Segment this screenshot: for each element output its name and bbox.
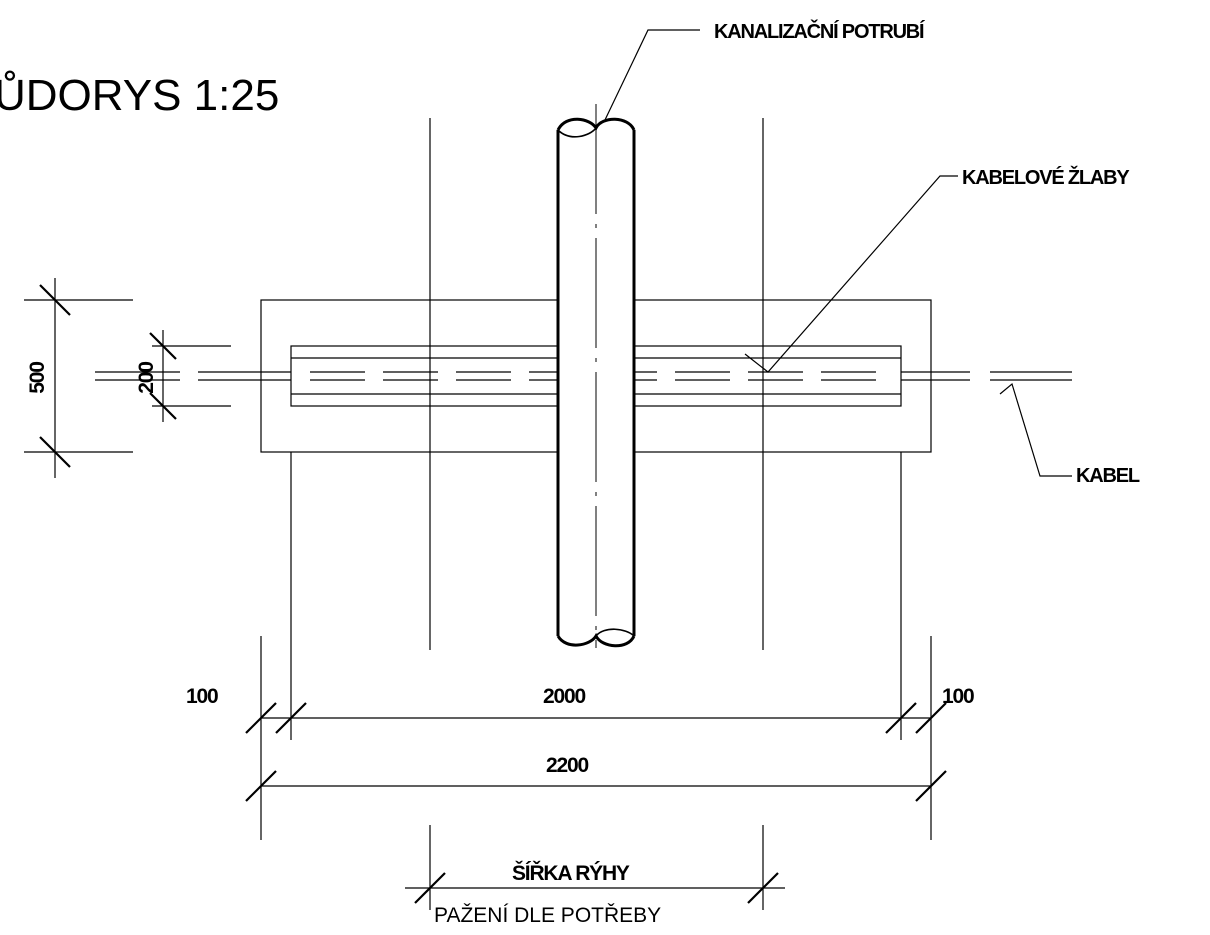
dimension-depth-inner-label: 200 — [135, 362, 158, 394]
dimension-depth-inner — [149, 330, 231, 422]
cable-line — [95, 371, 1072, 381]
cable-leader — [999, 382, 1072, 477]
shoring-note: PAŽENÍ DLE POTŘEBY — [434, 904, 661, 927]
cable-trays-leader — [744, 175, 958, 373]
dimension-depth-outer — [24, 278, 133, 478]
sewer-pipe-leader — [603, 29, 700, 123]
trench-width-label: ŠÍŘKA RÝHY — [512, 861, 630, 885]
dimension-total-width — [245, 770, 947, 802]
dimension-right-margin-label: 100 — [942, 685, 974, 708]
cable-label: KABEL — [1076, 465, 1140, 487]
dimension-left-margin-label: 100 — [186, 685, 218, 708]
dimension-inner-width-label: 2000 — [543, 685, 585, 708]
trench-walls — [429, 118, 764, 910]
cable-trays-label: KABELOVÉ ŽLABY — [962, 165, 1130, 189]
dimension-depth-outer-label: 500 — [26, 362, 49, 394]
sewer-pipe — [556, 104, 636, 648]
dimension-total-width-label: 2200 — [546, 754, 588, 777]
sewer-pipe-label: KANALIZAČNÍ POTRUBÍ — [714, 19, 925, 43]
dimension-inner-width — [245, 702, 947, 734]
dimension-trench-width — [405, 872, 785, 904]
bottom-extension-lines — [260, 452, 932, 840]
drawing-title: ŮDORYS 1:25 — [0, 69, 279, 120]
